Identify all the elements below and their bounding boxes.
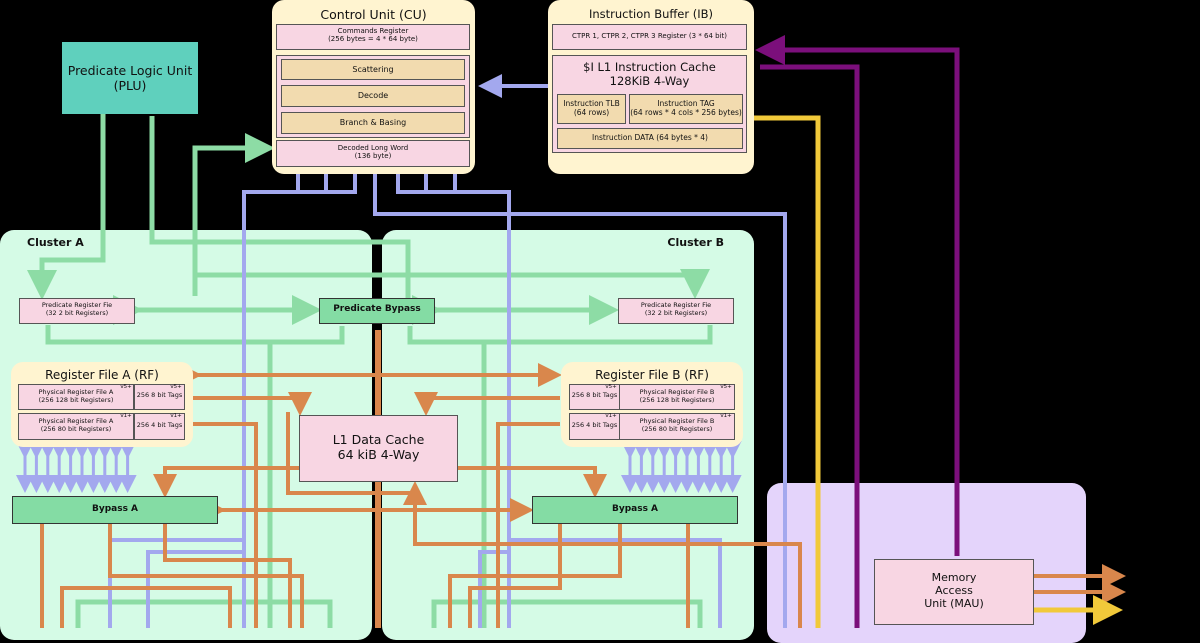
scattering-stage [281,59,465,80]
phys-reg-b-80-label: Physical Register File B (256 80 bit Reg… [639,417,715,433]
phys-reg-b-128-label: Physical Register File B (256 128 bit Re… [639,388,715,404]
v5-a-right: v5+ [170,384,182,390]
branch-stage [281,112,465,134]
v5-b-right: v5+ [720,384,732,390]
ib-title: Instruction Buffer (IB) [588,7,714,21]
v5-b-left: v5+ [605,384,617,390]
commands-register-label: Commands Register (256 bytes = 4 * 64 by… [328,27,418,44]
phys-reg-b-80 [619,413,735,440]
cluster-a-title: Cluster A [27,236,84,249]
phys-reg-a-128-label: Physical Register File A (256 128 bit Re… [38,388,114,404]
bypass-a-right-label: Bypass A [611,504,659,514]
decode-stage [281,85,465,107]
l1-icache-label: $I L1 Instruction Cache 128KiB 4-Way [583,60,716,88]
bypass-a-left [12,496,218,524]
plu-label: Predicate Logic Unit (PLU) [67,63,193,93]
phys-reg-a-80-label: Physical Register File A (256 80 bit Reg… [38,417,114,433]
wire-diagram [16,35,1126,628]
cluster-b-title: Cluster B [667,236,724,249]
tags-a-8bit-label: 256 8 bit Tags [136,391,183,399]
cu-title: Control Unit (CU) [320,7,427,22]
v1-b-left: v1+ [605,413,617,419]
commands-register [276,24,470,50]
predicate-register-file-b [618,298,734,324]
pred-reg-b-label: Predicate Register Fie (32 2 bit Registe… [640,301,712,317]
instruction-data [557,128,743,149]
scattering-label: Scattering [352,65,394,74]
tags-a-4bit [134,413,185,440]
decoded-long-word [276,140,470,167]
instruction-tlb [557,94,626,124]
bypass-a-left-label: Bypass A [91,504,139,514]
v5-a-left: v5+ [120,384,132,390]
decoded-long-word-label: Decoded Long Word (136 byte) [337,144,409,161]
v1-a-left: v1+ [120,413,132,419]
predicate-bypass [319,298,435,324]
phys-reg-a-128 [18,384,134,410]
l1-data-cache [299,415,458,482]
v1-b-right: v1+ [720,413,732,419]
data-label: Instruction DATA (64 bytes * 4) [592,133,708,142]
instruction-tag [629,94,743,124]
branch-label: Branch & Basing [339,118,407,127]
phys-reg-a-80 [18,413,134,440]
mau-label: Memory Access Unit (MAU) [924,571,984,611]
rf-a-title: Register File A (RF) [45,368,159,382]
l1-dcache-label: L1 Data Cache 64 kiB 4-Way [332,432,425,462]
ctpr-label: CTPR 1, CTPR 2, CTPR 3 Register (3 * 64 … [571,32,728,40]
ctpr-registers [552,24,747,50]
predicate-bypass-label: Predicate Bypass [333,304,421,314]
predicate-register-file-a [19,298,135,324]
rf-b-title: Register File B (RF) [595,368,709,382]
bypass-a-right [532,496,738,524]
tag-label: Instruction TAG (64 rows * 4 cols * 256 … [630,99,742,117]
phys-reg-b-128 [619,384,735,410]
tlb-label: Instruction TLB (64 rows) [563,99,620,117]
tags-b-8bit [569,384,620,410]
tags-b-4bit-label: 256 4 bit Tags [571,421,618,429]
plu-box [62,42,198,114]
pred-reg-a-label: Predicate Register Fie (32 2 bit Registe… [41,301,113,317]
memory-access-unit [874,559,1034,625]
tags-a-8bit [134,384,185,410]
decode-label: Decode [357,91,389,100]
v1-a-right: v1+ [170,413,182,419]
tags-b-8bit-label: 256 8 bit Tags [571,391,618,399]
tags-a-4bit-label: 256 4 bit Tags [136,421,183,429]
